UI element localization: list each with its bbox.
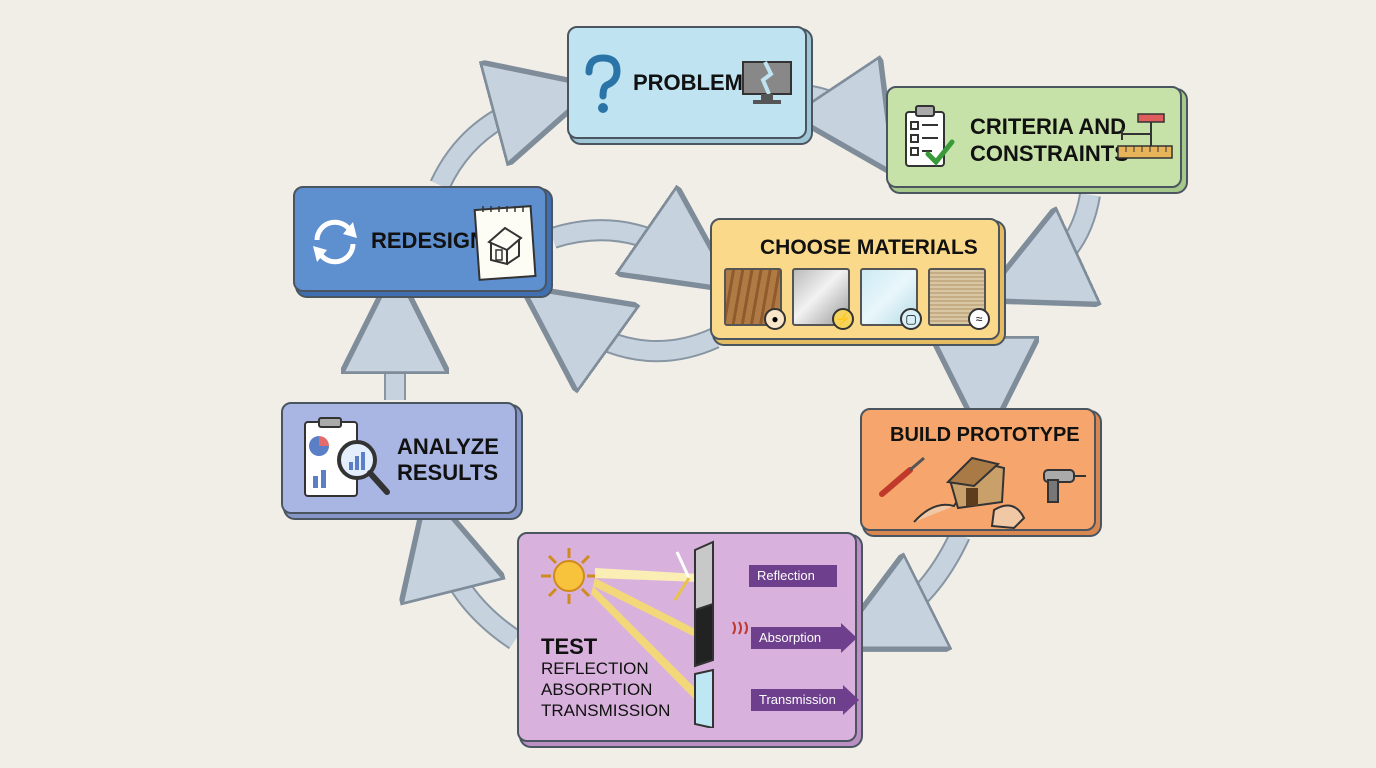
light-rays xyxy=(591,540,748,728)
step-problem: PROBLEM xyxy=(567,26,807,139)
tag-transmission: Transmission xyxy=(751,685,859,715)
checklist-icon xyxy=(905,105,955,167)
tag-reflection: Reflection xyxy=(749,565,837,587)
cycle-icon xyxy=(313,219,357,265)
step-criteria-constraints: CRITERIA AND CONSTRAINTS xyxy=(886,86,1182,188)
nut-icon: ● xyxy=(764,308,786,330)
step-build-label: BUILD PROTOTYPE xyxy=(890,424,1080,446)
ruler-icon xyxy=(1117,113,1173,159)
step-analyze-label-line2: RESULTS xyxy=(397,460,499,485)
fabric-swatch: ≈ xyxy=(928,268,990,330)
step-choose-materials: CHOOSE MATERIALS ● ⚡ ▢ ≈ xyxy=(710,218,1000,340)
sun-icon xyxy=(541,548,597,604)
test-item-transmission: TRANSMISSION xyxy=(541,701,671,720)
step-analyze-label-line1: ANALYZE xyxy=(397,434,499,459)
step-problem-label: PROBLEM xyxy=(633,70,743,95)
tag-reflection-label: Reflection xyxy=(757,568,815,583)
step-test-label: TEST xyxy=(541,634,598,659)
question-mark-icon xyxy=(585,54,621,113)
lightning-icon: ⚡ xyxy=(832,308,854,330)
test-item-reflection: REFLECTION xyxy=(541,659,649,678)
glass-pane-icon: ▢ xyxy=(900,308,922,330)
step-materials-label: CHOOSE MATERIALS xyxy=(760,236,978,259)
step-build-prototype: BUILD PROTOTYPE xyxy=(860,408,1096,531)
glass-swatch: ▢ xyxy=(860,268,922,330)
test-item-absorption: ABSORPTION xyxy=(541,680,653,699)
wood-swatch: ● xyxy=(724,268,786,330)
tag-transmission-label: Transmission xyxy=(759,692,836,707)
magnifier-chart-icon xyxy=(304,417,390,497)
tools-and-house-icon xyxy=(879,456,1086,530)
tag-absorption-arrowhead xyxy=(841,623,857,653)
step-redesign: REDESIGN xyxy=(293,186,547,292)
step-criteria-label-line2: CONSTRAINTS xyxy=(970,141,1129,166)
tag-absorption: Absorption xyxy=(751,623,857,653)
step-analyze-results: ANALYZE RESULTS xyxy=(281,402,517,514)
broken-screen-icon xyxy=(742,61,792,104)
step-criteria-label-line1: CRITERIA AND xyxy=(970,114,1127,139)
metal-swatch: ⚡ xyxy=(792,268,854,330)
step-test: TEST REFLECTION ABSORPTION TRANSMISSION … xyxy=(517,532,859,742)
step-redesign-label: REDESIGN xyxy=(371,228,486,253)
tag-absorption-label: Absorption xyxy=(759,630,822,645)
house-sketch-icon xyxy=(473,205,537,281)
waves-icon: ≈ xyxy=(968,308,990,330)
tag-transmission-arrowhead xyxy=(843,685,859,715)
